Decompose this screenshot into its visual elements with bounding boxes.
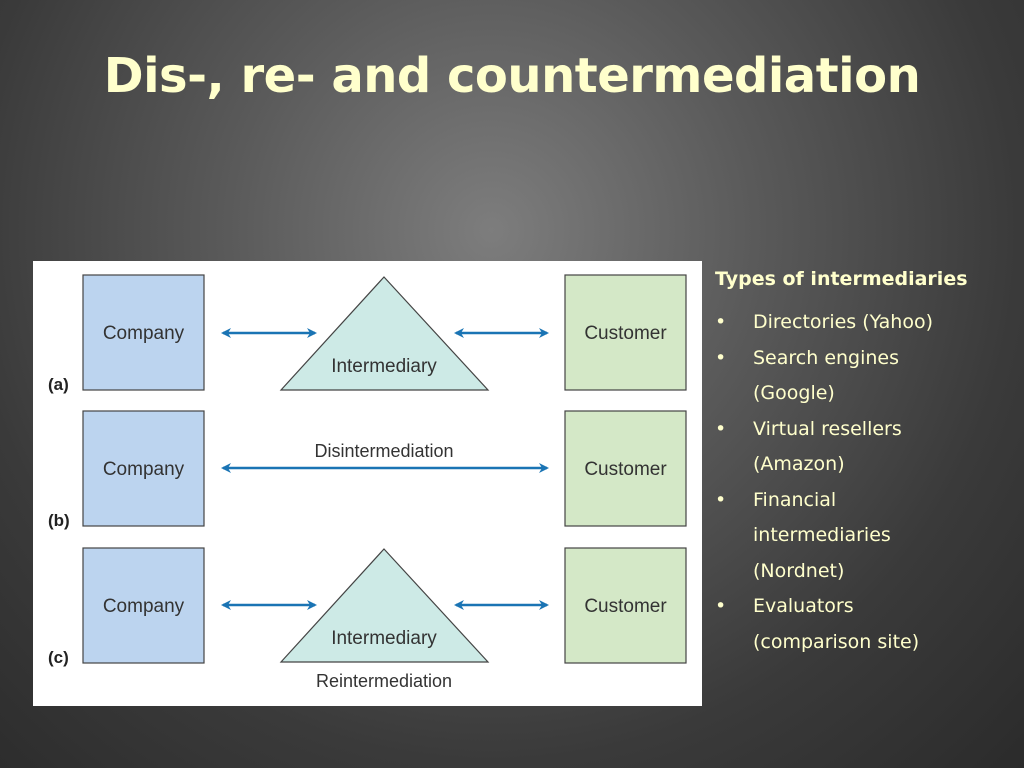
company-box-c [82,547,205,664]
list-item-text: (Nordnet) [753,559,845,582]
list-item: • Search engines (Google) [715,341,1005,412]
diagram-canvas: Company Intermediary Customer (a) Compan… [48,274,687,691]
customer-box-c [564,547,687,664]
intermediary-triangle-a [279,276,490,391]
list-item-text: (Google) [753,382,835,404]
list-item: • Virtual resellers (Amazon) [715,412,1005,483]
company-label-c: Company [103,596,185,617]
panel-label-c: (c) [48,648,69,667]
bullet-icon: • [715,595,727,617]
bullet-icon: • [715,417,727,440]
list-item-text: Evaluators [753,595,854,617]
customer-box-b [564,410,687,527]
slide-title: Dis-, re- and countermediation [103,48,921,104]
list-item-text: Search engines [753,346,900,369]
intermediary-types-list: • Directories (Yahoo) • Search engines (… [715,305,1005,660]
reintermediation-caption: Reintermediation [316,671,452,691]
bullet-icon: • [715,311,727,333]
list-item: • Directories (Yahoo) [715,305,1005,341]
company-label-a: Company [103,323,185,344]
panel-c: Company Intermediary Customer Reintermed… [48,547,687,691]
panel-b: Company Disintermediation Customer (b) [48,410,687,530]
panel-a: Company Intermediary Customer (a) [48,274,687,394]
list-item-text: (comparison site) [753,630,920,653]
intermediary-triangle-c [279,548,490,663]
panel-label-a: (a) [48,375,69,394]
list-item-text: Virtual resellers [753,417,902,440]
company-box-a [82,274,205,391]
list-item: • Evaluators (comparison site) [715,589,1005,660]
customer-box-a [564,274,687,391]
customer-label-a: Customer [584,323,667,344]
intermediary-label-a: Intermediary [331,356,437,377]
bullet-icon: • [715,488,727,511]
list-item: • Financial intermediaries (Nordnet) [715,483,1005,590]
customer-label-b: Customer [584,459,667,480]
intermediary-label-c: Intermediary [331,628,437,649]
disintermediation-caption: Disintermediation [314,441,453,461]
company-box-b [82,410,205,527]
bullet-icon: • [715,346,727,369]
list-item-text: (Amazon) [753,453,845,475]
list-item-text: Directories (Yahoo) [753,311,933,333]
intermediary-types-heading: Types of intermediaries [715,268,968,290]
panel-label-b: (b) [48,511,70,530]
list-item-text: Financial [753,488,837,511]
intermediation-diagram: Company Intermediary Customer (a) Compan… [33,261,702,706]
intermediary-types-panel: Types of intermediaries • Directories (Y… [715,265,1005,660]
customer-label-c: Customer [584,596,667,617]
list-item-text: intermediaries [753,524,891,546]
company-label-b: Company [103,459,185,480]
